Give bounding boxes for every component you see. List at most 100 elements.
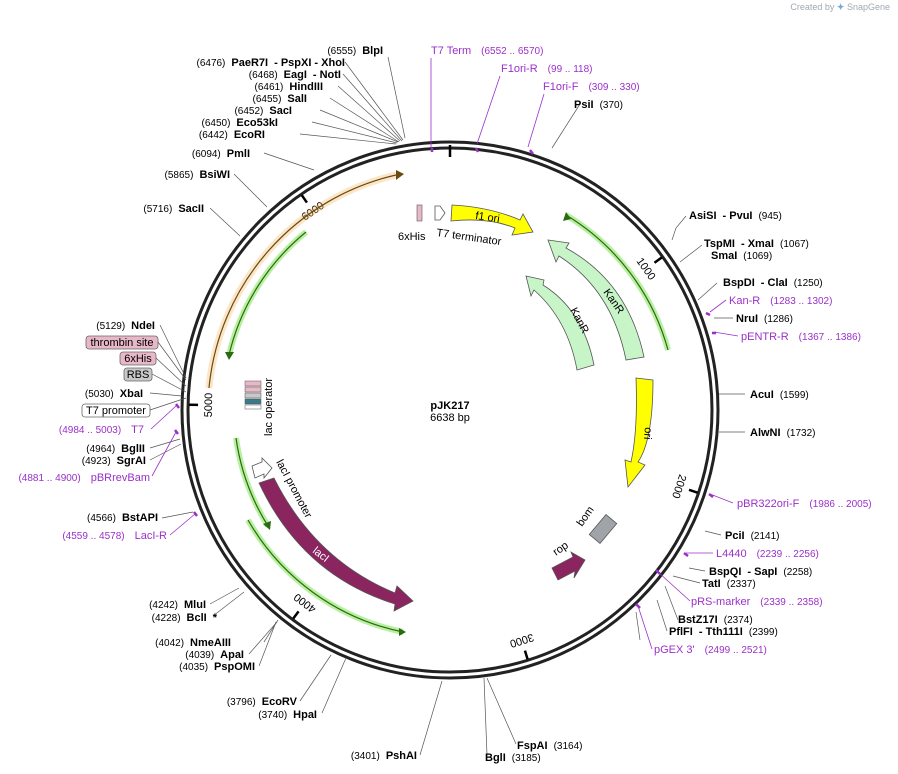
svg-text:(6450)Eco53kI: (6450)Eco53kI (202, 117, 279, 129)
site-tspmi-name: TspMI (704, 238, 735, 250)
tick-4000 (292, 610, 300, 620)
svg-text:(5129)NdeI: (5129)NdeI (96, 320, 155, 332)
site-mlui: (4242)MluI (149, 599, 206, 611)
site-tati: TatI (2337) (702, 578, 756, 590)
site-bcli: (4228)BclI* (152, 612, 218, 624)
svg-text:AcuI(1599): AcuI(1599) (750, 389, 809, 401)
primer-t7-term: T7 Term(6552 .. 6570) (431, 45, 543, 57)
primer-range: (309 .. 330) (588, 82, 639, 93)
primer-range: (1283 .. 1302) (770, 296, 832, 307)
bom-label: bom (575, 504, 597, 528)
site-bgli: BglI(3185) (485, 752, 541, 764)
site-eagi-name: EagI (284, 69, 307, 81)
site-eagi-position: (6468) (249, 70, 278, 81)
svg-text:(6476)PaeR7I- PspXI - XhoI: (6476)PaeR7I- PspXI - XhoI (196, 57, 345, 69)
svg-text:(5716)SacII: (5716)SacII (143, 203, 204, 215)
svg-text:(4566)BstAPI: (4566)BstAPI (87, 512, 158, 524)
site-smai-position: (1069) (743, 251, 772, 262)
feature-box-label: 6xHis (124, 353, 152, 365)
svg-text:pRS-marker(2339 .. 2358): pRS-marker (2339 .. 2358) (691, 596, 823, 608)
svg-text:BspDI- ClaI(1250): BspDI- ClaI(1250) (723, 277, 823, 289)
primer-range: (4559 .. 4578) (62, 531, 124, 542)
primer-name: pBR322ori-F (737, 498, 800, 510)
site-saci-position: (6452) (234, 106, 263, 117)
tick-label-2000: 2000 (669, 473, 688, 500)
site-pmli-name: PmlI (227, 148, 250, 160)
site-fspai-position: (3164) (554, 741, 583, 752)
site-sacii-position: (5716) (143, 204, 172, 215)
site-pcii-name: PciI (725, 530, 745, 542)
svg-text:(4559 .. 4578)LacI-R: (4559 .. 4578)LacI-R (62, 530, 167, 542)
site-pcii-position: (2141) (751, 531, 780, 542)
site-xbai-name: XbaI (120, 388, 143, 400)
svg-text:(6461)HindIII: (6461)HindIII (254, 81, 323, 93)
site-ecorv-name: EcoRV (262, 696, 298, 708)
site-asisi-name: AsiSI (689, 210, 717, 222)
site-hpai-name: HpaI (293, 709, 317, 721)
site-alwni-name: AlwNI (750, 427, 781, 439)
site-eco53ki-position: (6450) (202, 118, 231, 129)
primer-pentr-r: pENTR-R(1367 .. 1386) (741, 331, 861, 343)
svg-text:(6094)PmlI: (6094)PmlI (192, 148, 250, 160)
site-bspdi: BspDI- ClaI(1250) (723, 277, 823, 289)
site-mlui-position: (4242) (149, 600, 178, 611)
rop-label: rop (551, 540, 571, 559)
ori-arrow: ori (624, 377, 654, 489)
site-sgrai-position: (4923) (82, 456, 111, 467)
primer-name: pRS-marker (691, 596, 751, 608)
site-acui: AcuI(1599) (750, 389, 809, 401)
site-xbai-position: (5030) (85, 389, 114, 400)
tick-2000 (688, 488, 698, 494)
svg-text:(5865)BsiWI: (5865)BsiWI (165, 169, 230, 181)
site-bspdi-name: - ClaI (761, 277, 788, 289)
site-sali: (6455)SalI (253, 93, 307, 105)
primer-pbr322ori-f: pBR322ori-F(1986 .. 2005) (737, 498, 872, 510)
green-arc-right (563, 212, 671, 351)
site-ndei-name: NdeI (131, 320, 155, 332)
svg-text:TspMI- XmaI(1067): TspMI- XmaI(1067) (704, 238, 809, 250)
site-apai: (4039)ApaI (185, 649, 244, 661)
svg-text:(6442)EcoRI: (6442)EcoRI (199, 129, 265, 141)
svg-text:(3401)PshAI: (3401)PshAI (351, 750, 417, 762)
svg-text:Kan-R(1283 .. 1302): Kan-R(1283 .. 1302) (729, 295, 832, 307)
tick-6000 (300, 194, 308, 204)
site-bglii-name: BglII (121, 443, 145, 455)
site-asisi-name: - PvuI (723, 210, 753, 222)
site-bstz17i: BstZ17I(2374) (678, 614, 753, 626)
site-fspai: FspAI(3164) (517, 740, 582, 752)
svg-text:(6555)BlpI: (6555)BlpI (327, 45, 383, 57)
site-eagi-name: - NotI (313, 69, 341, 81)
site-bgli-position: (3185) (512, 753, 541, 764)
primer-range: (6552 .. 6570) (481, 46, 543, 57)
f1-ori-arrow: f1 ori (450, 204, 534, 236)
site-tati-name: TatI (702, 578, 721, 590)
feature-box-rbs: RBS (123, 367, 187, 393)
site-bglii-position: (4964) (86, 444, 115, 455)
site-sali-name: SalI (287, 93, 307, 105)
green-arc-lower-left-1 (233, 437, 271, 530)
site-tati-position: (2337) (727, 579, 756, 590)
svg-text:AlwNI(1732): AlwNI(1732) (750, 427, 815, 439)
svg-text:pENTR-R(1367 .. 1386): pENTR-R(1367 .. 1386) (741, 331, 861, 343)
primer-kan-r: Kan-R(1283 .. 1302) (729, 295, 832, 307)
site-hindiii: (6461)HindIII (254, 81, 323, 93)
primer-name: F1ori-F (543, 81, 579, 93)
site-xbai: (5030) XbaI (85, 388, 143, 400)
snapgene-logo: ✦ (836, 2, 845, 12)
svg-text:(5030)XbaI: (5030) XbaI (85, 388, 143, 400)
feature-box-label: thrombin site (91, 337, 154, 349)
site-bsiwi: (5865)BsiWI (165, 169, 230, 181)
site-ecori-position: (6442) (199, 130, 228, 141)
site-pshai-name: PshAI (386, 750, 417, 762)
site-blpi: (6555)BlpI (327, 45, 383, 57)
svg-text:pBR322ori-F(1986 .. 2005): pBR322ori-F(1986 .. 2005) (737, 498, 872, 510)
site-psii-position: (370) (600, 100, 623, 111)
svg-text:(4923)SgrAI: (4923)SgrAI (82, 455, 146, 467)
site-hpai: (3740)HpaI (258, 709, 317, 721)
svg-text:(4881 .. 4900)pBRrevBam: (4881 .. 4900)pBRrevBam (18, 472, 150, 484)
primer-range: (2339 .. 2358) (760, 597, 822, 608)
plasmid-size: 6638 bp (430, 412, 470, 424)
primer-f1ori-r: F1ori-R(99 .. 118) (501, 63, 593, 75)
site-pflfi-position: (2399) (749, 627, 778, 638)
site-paer7i-name: PaeR7I (231, 57, 268, 69)
